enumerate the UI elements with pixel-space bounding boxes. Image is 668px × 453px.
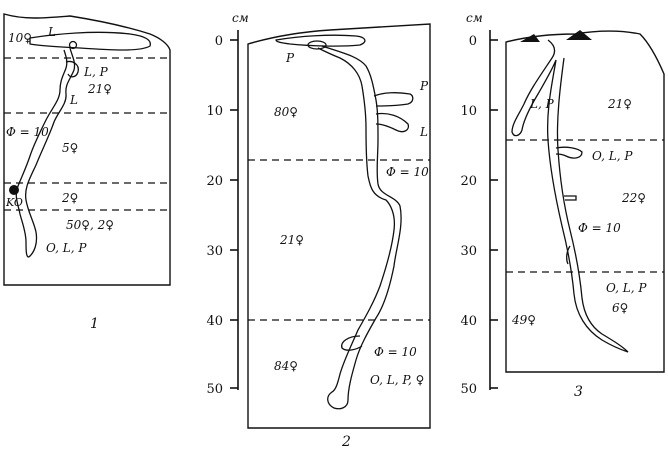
- panel-1-zone-count: 50♀, 2♀: [66, 218, 114, 232]
- panel-3-chamber-label: O, L, P: [592, 149, 633, 163]
- scale-tick-label: 20: [206, 174, 223, 189]
- panel-2-chamber-label: P: [285, 51, 295, 65]
- panel-3-chamber-label: O, L, P: [606, 281, 647, 295]
- depth-scale-right: см 0 10 20 30 40 50: [460, 11, 498, 397]
- panel-2-zone-count: 84♀: [274, 359, 298, 373]
- panel-3-frame: [505, 30, 665, 373]
- panel-3-surface-mound: [566, 30, 592, 40]
- panel-3-zone-count: 49♀: [511, 313, 536, 327]
- panel-2-chamber-label: O, L, P, ♀: [370, 373, 424, 387]
- scale-tick-label: 0: [469, 34, 477, 49]
- unit-label: см: [232, 11, 249, 25]
- panel-1-top-chamber: [29, 31, 151, 51]
- unit-label: см: [466, 11, 483, 25]
- scale-tick-label: 50: [460, 382, 477, 397]
- scale-tick-label: 30: [206, 244, 223, 259]
- panel-2-diameter-label: Φ = 10: [386, 165, 429, 179]
- panel-1-chamber-label: L, P: [83, 65, 109, 79]
- panel-2-zone-count: 80♀: [274, 105, 298, 119]
- panel-1-zone-count: 10♀: [8, 31, 32, 45]
- panel-3-burrow-tunnel: [511, 39, 629, 353]
- panel-2-chamber-label: P: [419, 79, 429, 93]
- scale-tick-label: 10: [460, 104, 477, 119]
- scale-tick-label: 30: [460, 244, 477, 259]
- panel-3-side-branch-middle: [564, 195, 577, 201]
- scale-tick-label: 50: [206, 382, 223, 397]
- panel-1-chamber-label: L: [69, 93, 78, 107]
- panel-2-top-chamber: [275, 34, 366, 47]
- scale-tick-label: 0: [215, 34, 223, 49]
- panel-1-caption: 1: [90, 316, 99, 332]
- panel-3-zone-count: 21♀: [607, 97, 632, 111]
- panel-3-zone-count: 22♀: [621, 191, 646, 205]
- panel-3-chamber-label: 6♀: [612, 301, 628, 315]
- panel-1-diameter-label: Φ = 10: [6, 125, 49, 139]
- panel-1-burrow-tunnel: [15, 47, 76, 258]
- panel-2-burrow-tunnel: [317, 45, 402, 410]
- scale-tick-label: 20: [460, 174, 477, 189]
- panel-1-frame: [3, 13, 171, 286]
- panel-2-caption: 2: [341, 434, 351, 450]
- panel-3: 21♀ 22♀ 49♀ L, P O, L, P O, L, P 6♀ Φ = …: [505, 30, 665, 400]
- panel-2-side-chamber-middle: [375, 112, 410, 133]
- panel-1-chamber-label: O, L, P: [46, 241, 87, 255]
- panel-1-zone-count: 21♀: [87, 82, 112, 96]
- scale-tick-label: 10: [206, 104, 223, 119]
- panel-2-chamber-label: L: [419, 125, 428, 139]
- panel-2-frame: [247, 23, 431, 429]
- panel-1-chamber-label: KO: [5, 196, 23, 209]
- panel-3-surface-mound: [520, 34, 540, 42]
- scale-tick-label: 40: [460, 314, 477, 329]
- panel-2-side-chamber-upper: [373, 92, 414, 107]
- panel-3-side-branch-upper: [555, 146, 583, 159]
- panel-2-diameter-label: Φ = 10: [374, 345, 417, 359]
- panel-2-zone-count: 21♀: [279, 233, 304, 247]
- panel-1-cocoon-mark: [9, 185, 19, 195]
- panel-1-side-pocket: [65, 60, 79, 78]
- panel-1: 10♀ 21♀ 5♀ 2♀ 50♀, 2♀ L L, P L O, L, P K…: [3, 13, 171, 332]
- panel-2-side-chamber-lower: [341, 335, 363, 351]
- panel-1-zone-count: 2♀: [61, 191, 78, 205]
- panel-3-caption: 3: [574, 384, 583, 400]
- scale-tick-label: 40: [206, 314, 223, 329]
- panel-3-side-branch-lower: [566, 245, 571, 265]
- panel-1-chamber-label: L: [47, 25, 56, 39]
- panel-2-chamber-opening: [307, 40, 327, 50]
- panel-3-chamber-label: L, P: [529, 97, 555, 111]
- depth-scale-left: см 0 10 20 30 40 50: [206, 11, 248, 397]
- panel-1-chamber-opening: [68, 40, 78, 50]
- panel-1-zone-count: 5♀: [62, 141, 78, 155]
- panel-2: 80♀ 21♀ 84♀ P P L O, L, P, ♀ Φ = 10 Φ = …: [247, 23, 431, 450]
- panel-3-diameter-label: Φ = 10: [578, 221, 621, 235]
